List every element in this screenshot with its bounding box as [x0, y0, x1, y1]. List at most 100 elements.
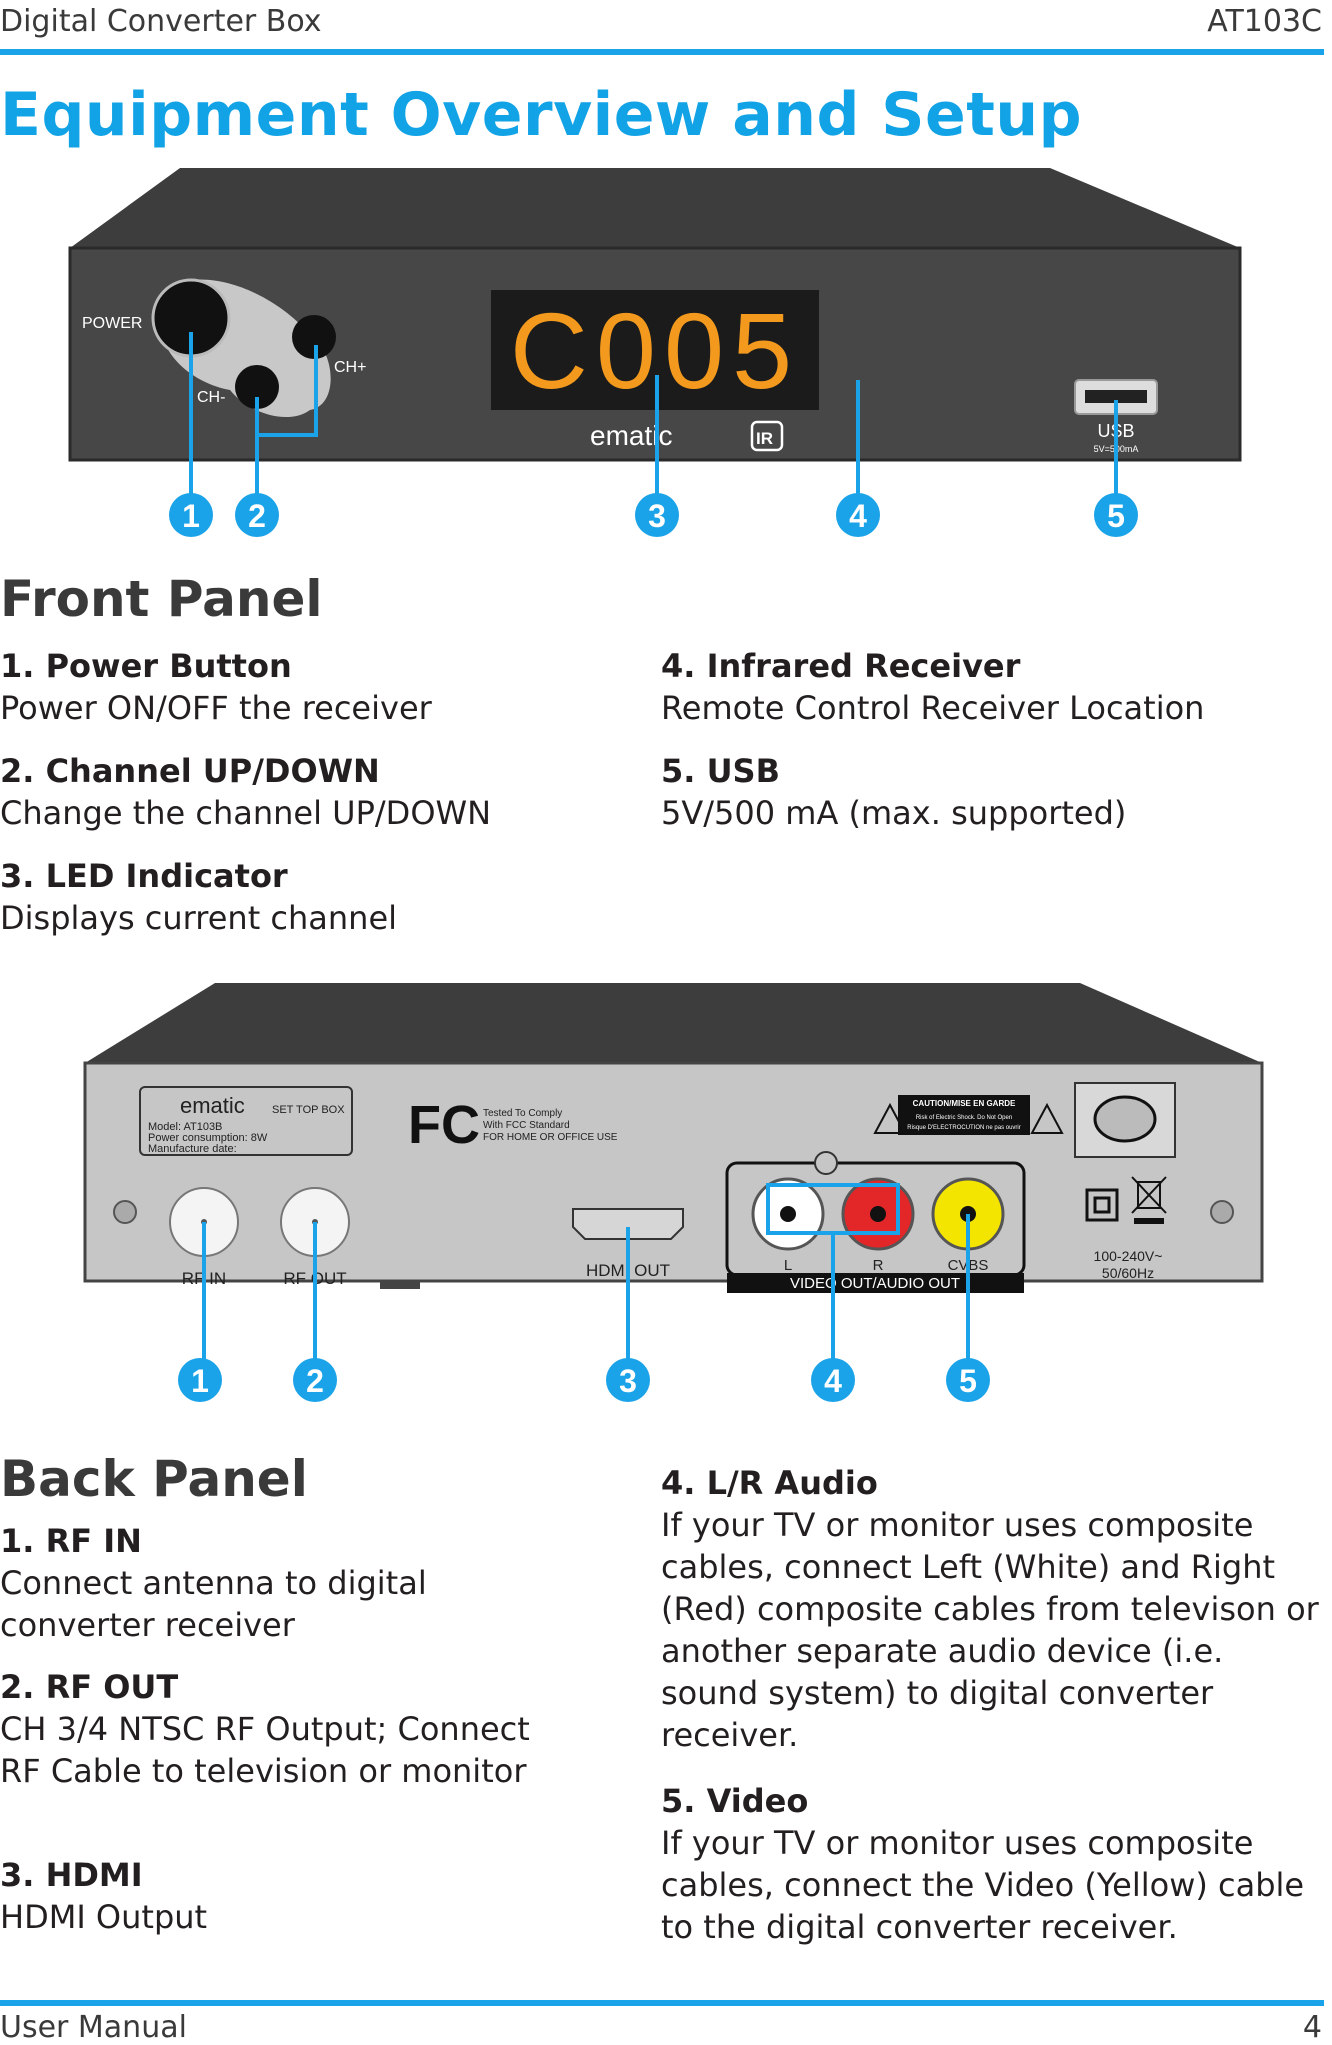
ir-badge-text: IR — [756, 429, 773, 448]
back-callout-5 — [946, 1358, 990, 1402]
front-item-desc: 5V/500 mA (max. supported) — [661, 794, 1127, 832]
av-block-screw — [814, 1151, 838, 1175]
back-item-title: 2. RF OUT — [0, 1668, 179, 1706]
back-item-desc: HDMI Output — [0, 1898, 208, 1936]
ir-badge — [750, 420, 784, 452]
back-callouts: 1 2 3 4 5 — [178, 1358, 990, 1402]
front-callout-3-text: 3 — [648, 498, 666, 534]
front-callout-1 — [169, 493, 213, 537]
front-item-5: 5. USB 5V/500 mA (max. supported) — [661, 750, 1321, 834]
back-callout-3 — [606, 1358, 650, 1402]
front-callout-5-text: 5 — [1107, 498, 1125, 534]
screw-right — [1210, 1200, 1234, 1224]
back-item-title: 4. L/R Audio — [661, 1464, 878, 1502]
back-item-title: 1. RF IN — [0, 1522, 142, 1560]
front-item-title: 5. USB — [661, 752, 780, 790]
front-callout-lines — [189, 332, 1118, 498]
front-panel-illustration: POWER CH- CH+ C005 ematic IR USB 5V=500m… — [68, 168, 1242, 537]
front-item-desc: Change the channel UP/DOWN — [0, 794, 492, 832]
front-panel-heading: Front Panel — [0, 570, 323, 628]
front-item-title: 3. LED Indicator — [0, 857, 288, 895]
audio-left-label: L — [784, 1257, 792, 1274]
back-item-5: 5. Video If your TV or monitor uses comp… — [661, 1780, 1321, 1948]
av-block-label: VIDEO OUT/AUDIO OUT — [790, 1275, 960, 1292]
front-callout-2 — [235, 493, 279, 537]
front-item-4: 4. Infrared Receiver Remote Control Rece… — [661, 645, 1321, 729]
warning-triangle-left — [873, 1102, 907, 1134]
front-callout-2-text: 2 — [248, 498, 266, 534]
caution-line1: Risk of Electric Shock. Do Not Open — [916, 1115, 1012, 1121]
front-item-2: 2. Channel UP/DOWN Change the channel UP… — [0, 750, 640, 834]
back-panel-illustration: ematic SET TOP BOX Model: AT103B Power c… — [83, 983, 1264, 1402]
ch-plus-button[interactable] — [292, 315, 336, 359]
header-title: Digital Converter Box — [0, 4, 322, 39]
front-item-desc: Power ON/OFF the receiver — [0, 689, 432, 727]
model-label-line3: Manufacture date: — [148, 1143, 237, 1155]
model-label-brand: ematic — [180, 1093, 245, 1118]
front-item-desc: Remote Control Receiver Location — [661, 689, 1205, 727]
back-item-1: 1. RF IN Connect antenna to digital conv… — [0, 1520, 560, 1646]
led-text: C005 — [510, 290, 800, 411]
back-panel-heading: Back Panel — [0, 1450, 308, 1508]
caution-label — [898, 1095, 1030, 1135]
back-item-4: 4. L/R Audio If your TV or monitor uses … — [661, 1462, 1321, 1756]
back-callout-4 — [811, 1358, 855, 1402]
screw-left — [113, 1200, 137, 1224]
power-socket — [1093, 1095, 1157, 1143]
ch-plus-label: CH+ — [334, 359, 366, 376]
back-item-desc: CH 3/4 NTSC RF Output; Connect RF Cable … — [0, 1710, 530, 1790]
front-callout-4 — [836, 493, 880, 537]
front-callout-4-text: 4 — [849, 498, 867, 534]
back-callout-1 — [178, 1358, 222, 1402]
usb-slot — [1085, 390, 1147, 403]
back-item-desc: If your TV or monitor uses composite cab… — [661, 1506, 1319, 1754]
power-spec-2: 50/60Hz — [1102, 1265, 1154, 1281]
audio-left-pin — [780, 1206, 796, 1222]
back-item-title: 5. Video — [661, 1782, 809, 1820]
double-insulation-inner-icon — [1093, 1196, 1111, 1214]
back-box-top — [85, 983, 1262, 1063]
double-insulation-icon — [1085, 1188, 1119, 1222]
model-label-box — [139, 1086, 353, 1156]
front-callout-1-text: 1 — [182, 498, 200, 534]
caution-title: CAUTION/MISE EN GARDE — [913, 1099, 1016, 1108]
brand-logo: ematic — [590, 420, 672, 451]
model-label-line1: Model: AT103B — [148, 1121, 222, 1133]
back-callout-4-text: 4 — [824, 1363, 842, 1399]
back-callout-1-text: 1 — [191, 1363, 209, 1399]
front-item-title: 1. Power Button — [0, 647, 292, 685]
front-item-1: 1. Power Button Power ON/OFF the receive… — [0, 645, 640, 729]
caution-line2: Risque D'ELECTROCUTION ne pas ouvrir — [907, 1125, 1021, 1131]
front-item-title: 4. Infrared Receiver — [661, 647, 1021, 685]
back-callout-2 — [293, 1358, 337, 1402]
front-item-title: 2. Channel UP/DOWN — [0, 752, 380, 790]
back-box-face — [83, 1061, 1264, 1283]
av-block-label-bar — [727, 1273, 1024, 1293]
front-box-top — [70, 168, 1240, 248]
back-item-desc: Connect antenna to digital converter rec… — [0, 1564, 427, 1644]
back-callout-lines — [202, 1183, 970, 1365]
model-label-line2: Power consumption: 8W — [148, 1132, 268, 1144]
page-number: 4 — [1302, 2010, 1322, 2045]
fcc-logo: FC — [408, 1095, 480, 1155]
hdmi-port[interactable] — [572, 1208, 684, 1240]
ch-minus-button[interactable] — [235, 365, 279, 409]
page-title: Equipment Overview and Setup — [0, 80, 1083, 150]
back-item-2: 2. RF OUT CH 3/4 NTSC RF Output; Connect… — [0, 1666, 560, 1792]
front-item-desc: Displays current channel — [0, 899, 398, 937]
header-rule — [0, 49, 1324, 55]
footer-rule — [0, 2000, 1324, 2006]
back-item-desc: If your TV or monitor uses composite cab… — [661, 1824, 1305, 1946]
front-item-3: 3. LED Indicator Displays current channe… — [0, 855, 640, 939]
foot-left — [380, 1281, 420, 1289]
weee-bin-icon — [1131, 1176, 1167, 1214]
front-callouts: 1 2 3 4 5 — [169, 493, 1138, 537]
header-model: AT103C — [1207, 4, 1322, 39]
audio-right-pin — [870, 1206, 886, 1222]
footer-left: User Manual — [0, 2010, 187, 2045]
fcc-line1: Tested To Comply — [483, 1108, 562, 1119]
back-callout-5-text: 5 — [959, 1363, 977, 1399]
power-spec-1: 100-240V~ — [1094, 1248, 1163, 1264]
fcc-line2: With FCC Standard — [483, 1120, 570, 1131]
back-item-title: 3. HDMI — [0, 1856, 143, 1894]
